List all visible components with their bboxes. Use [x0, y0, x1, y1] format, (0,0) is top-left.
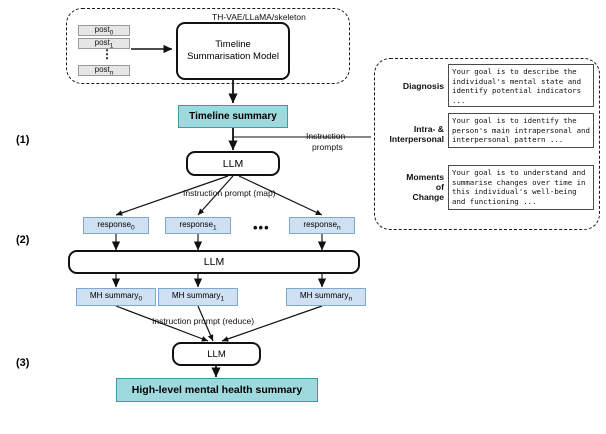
response-box-0[interactable]: response0: [83, 217, 149, 234]
prompt-name-diagnosis: Diagnosis: [402, 81, 444, 91]
instruction-prompts-label-line1: Instruction: [306, 131, 346, 141]
prompt-text-diagnosis[interactable]: Your goal is to describe the individual'…: [448, 64, 594, 107]
post-label-n: postn: [94, 64, 114, 77]
summariser-line-1: Timeline: [215, 39, 251, 50]
prompt-text-intra-interpersonal[interactable]: Your goal is to identify the person's ma…: [448, 113, 594, 148]
prompt-name-intra-interpersonal: Intra- & Interpersonal: [389, 124, 444, 144]
mh-summary-box-0[interactable]: MH summary0: [76, 288, 156, 306]
llm-box-stage1[interactable]: LLM: [186, 151, 280, 176]
summariser-line-2: Summarisation Model: [187, 51, 279, 62]
timeline-summary-box[interactable]: Timeline summary: [178, 105, 288, 128]
post-label-1: post1: [94, 37, 114, 50]
timeline-summarisation-model[interactable]: Timeline Summarisation Model: [176, 22, 290, 80]
prompt-panel-group: [374, 58, 600, 230]
mh-summary-label-1: MH summary1: [171, 291, 225, 303]
response-box-1[interactable]: response1: [165, 217, 231, 234]
response-label-n: responsen: [303, 219, 341, 232]
stage-label-2: (2): [16, 234, 30, 246]
llm-box-stage2[interactable]: LLM: [68, 250, 360, 274]
post-box-n[interactable]: postn: [78, 65, 130, 76]
response-label-0: response0: [97, 219, 135, 232]
instruction-prompts-label-line2: prompts: [312, 142, 343, 152]
stage1-group-label: TH-VAE/LLaMA/skeleton: [212, 12, 306, 22]
mh-summary-box-1[interactable]: MH summary1: [158, 288, 238, 306]
stage-label-1: (1): [16, 134, 30, 146]
stage-label-3: (3): [16, 357, 30, 369]
post-box-0[interactable]: post0: [78, 25, 130, 36]
prompt-text-moments-of-change[interactable]: Your goal is to understand and summarise…: [448, 165, 594, 210]
reduce-prompt-label: Instruction prompt (reduce): [152, 316, 255, 326]
response-label-1: response1: [179, 219, 217, 232]
mh-summary-label-0: MH summary0: [89, 291, 143, 303]
final-summary-box[interactable]: High-level mental health summary: [116, 378, 318, 402]
response-box-n[interactable]: responsen: [289, 217, 355, 234]
map-prompt-label: Instruction prompt (map): [183, 188, 276, 198]
mh-summary-box-n[interactable]: MH summaryn: [286, 288, 366, 306]
stage1-group-box: [66, 8, 350, 84]
mh-summary-label-n: MH summaryn: [299, 291, 353, 303]
post-label-0: post0: [94, 24, 114, 37]
post-box-1[interactable]: post1: [78, 38, 130, 49]
posts-ellipsis: ⋮: [101, 47, 113, 61]
responses-ellipsis: •••: [253, 220, 270, 235]
prompt-name-moments-of-change: Moments of Change: [406, 172, 444, 202]
llm-box-stage3[interactable]: LLM: [172, 342, 261, 366]
